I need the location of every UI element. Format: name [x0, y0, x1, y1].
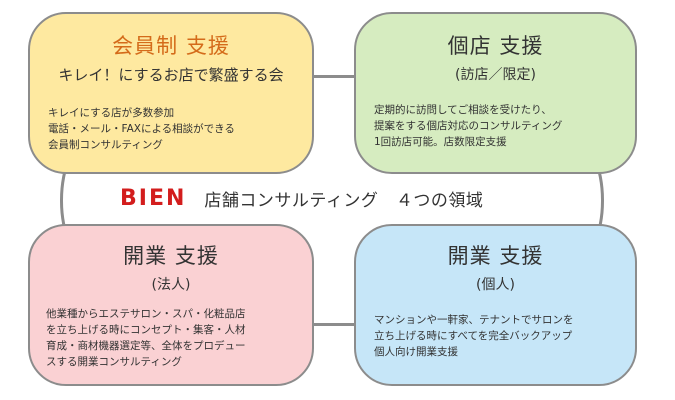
box-subtitle: (個人): [476, 277, 515, 293]
box-subtitle: (法人): [151, 277, 191, 293]
box-description: キレイにする店が多数参加 電話・メール・FAXによる相談ができる 会員制コンサル…: [44, 105, 298, 153]
box-title: 開業 支援: [447, 244, 544, 268]
box-description: 定期的に訪問してご相談を受けたり、 提案をする個店対応のコンサルティング 1回訪…: [370, 102, 621, 150]
description-line: を立ち上げる時にコンセプト・集客・人材: [46, 324, 246, 336]
description-line: 立ち上げる時にすべてを完全バックアップ: [374, 330, 573, 342]
box-title: 個店 支援: [447, 34, 544, 58]
description-line: 個人向け開業支援: [374, 346, 458, 358]
description-line: 他業種からエステサロン・スパ・化粧品店: [46, 308, 246, 320]
box-description: マンションや一軒家、テナントでサロンを 立ち上げる時にすべてを完全バックアップ …: [370, 312, 621, 360]
box-description: 他業種からエステサロン・スパ・化粧品店 を立ち上げる時にコンセプト・集客・人材 …: [44, 306, 298, 370]
description-line: 1回訪店可能。店数限定支援: [374, 136, 507, 148]
membership-support-box: 会員制 支援 キレイ！にするお店で繁盛する会 キレイにする店が多数参加 電話・メ…: [28, 12, 314, 174]
center-tagline: 店舗コンサルティング ４つの領域: [204, 190, 484, 211]
description-line: 会員制コンサルティング: [48, 139, 163, 151]
center-label: BIEN 店舗コンサルティング ４つの領域: [120, 178, 560, 218]
connector-ring: [60, 75, 604, 326]
description-line: マンションや一軒家、テナントでサロンを: [374, 314, 574, 326]
description-line: 育成・商材機器選定等、全体をプロデュー: [46, 340, 246, 352]
store-visit-support-box: 個店 支援 (訪店／限定) 定期的に訪問してご相談を受けたり、 提案をする個店対…: [354, 12, 637, 174]
box-title: 開業 支援: [123, 244, 219, 268]
box-subtitle: (訪店／限定): [455, 67, 536, 83]
description-line: キレイにする店が多数参加: [48, 107, 175, 119]
box-title: 会員制 支援: [112, 34, 230, 58]
individual-opening-support-box: 開業 支援 (個人) マンションや一軒家、テナントでサロンを 立ち上げる時にすべ…: [354, 224, 637, 386]
description-line: 提案をする個店対応のコンサルティング: [374, 120, 563, 132]
corporate-opening-support-box: 開業 支援 (法人) 他業種からエステサロン・スパ・化粧品店 を立ち上げる時にコ…: [28, 224, 314, 386]
brand-logo-text: BIEN: [120, 185, 187, 211]
description-line: 電話・メール・FAXによる相談ができる: [48, 123, 235, 135]
description-line: スする開業コンサルティング: [46, 356, 182, 368]
description-line: 定期的に訪問してご相談を受けたり、: [374, 104, 552, 116]
box-subtitle: キレイ！にするお店で繁盛する会: [58, 66, 284, 84]
